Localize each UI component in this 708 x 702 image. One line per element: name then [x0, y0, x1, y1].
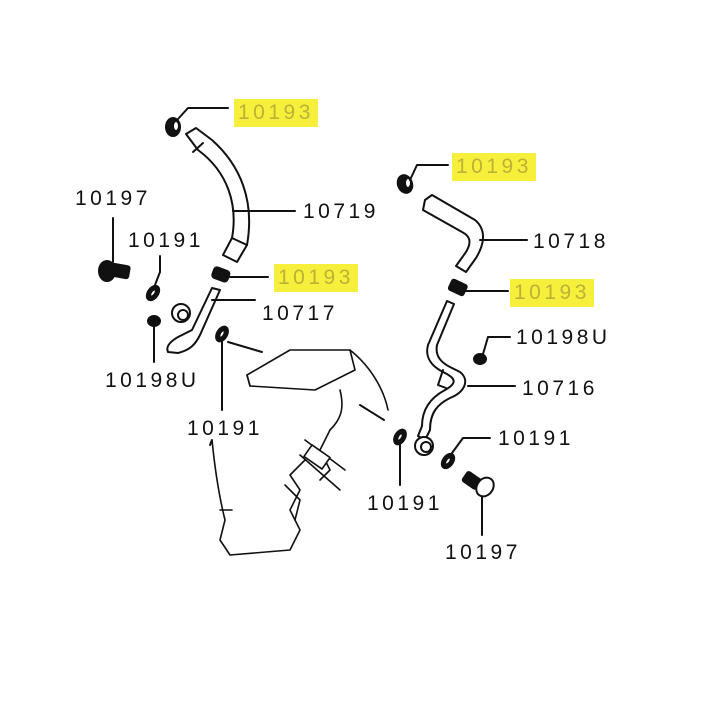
callout-10191-left[interactable]: 10191: [128, 229, 204, 252]
callout-10197-left[interactable]: 10197: [75, 187, 151, 210]
callout-10716[interactable]: 10716: [522, 377, 598, 400]
clamp-10193-mid: [211, 266, 231, 283]
bolt-10198U-right: [473, 353, 487, 365]
callout-10193-right-top[interactable]: 10193: [452, 153, 536, 181]
callout-10191-right[interactable]: 10191: [498, 427, 574, 450]
clamp-10193-right-top: [396, 174, 414, 194]
engine-block: [211, 349, 389, 556]
pipe-10717: [166, 287, 221, 354]
callout-10197-right[interactable]: 10197: [445, 541, 521, 564]
leader-lines: [112, 107, 528, 536]
callout-10718[interactable]: 10718: [533, 230, 609, 253]
callout-10717[interactable]: 10717: [262, 302, 338, 325]
callout-10198U-left[interactable]: 10198U: [105, 369, 200, 392]
bolt-10197-left: [98, 260, 131, 282]
callout-10193-mid[interactable]: 10193: [274, 264, 358, 292]
washer-10191-left: [145, 284, 161, 302]
clamp-10193-top: [165, 117, 181, 137]
callout-10193-right-mid[interactable]: 10193: [510, 279, 594, 307]
hose-10719: [185, 127, 251, 263]
callout-10198U-right[interactable]: 10198U: [516, 326, 611, 349]
clamp-10193-right-mid: [447, 278, 468, 297]
callout-10191-center[interactable]: 10191: [187, 417, 263, 440]
bolt-10197-right: [461, 471, 495, 498]
washer-10191-right-center: [393, 428, 407, 446]
callout-10191-right-center[interactable]: 10191: [367, 492, 443, 515]
bolt-10198U-left: [147, 315, 161, 327]
callout-10719[interactable]: 10719: [303, 200, 379, 223]
washer-10191-right: [440, 452, 456, 470]
pipe-10716: [414, 300, 467, 456]
hose-10718: [422, 194, 484, 273]
callout-10193-top[interactable]: 10193: [234, 99, 318, 127]
washer-10191-center: [215, 325, 229, 343]
